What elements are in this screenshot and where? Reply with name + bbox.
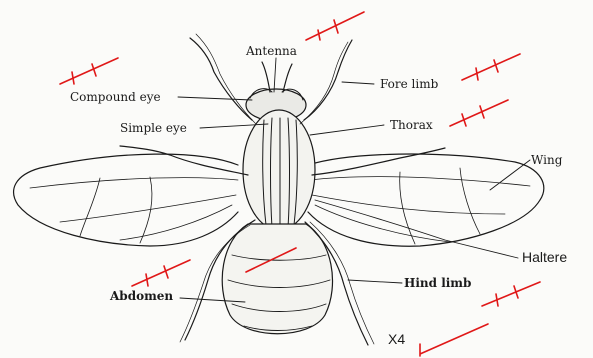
fly-abdomen [222, 224, 332, 334]
left-wing [14, 154, 238, 246]
fore-limb-right [304, 40, 352, 120]
red-mark-abdomen-left [132, 260, 190, 286]
antenna-right [283, 64, 292, 92]
leader-compound-eye [178, 97, 252, 100]
leader-thorax [310, 125, 384, 135]
red-mark-top [306, 12, 364, 40]
left-wing-vein [120, 205, 232, 240]
label-antenna: Antenna [246, 44, 297, 58]
antenna-left [262, 62, 270, 92]
fore-limb-left [190, 38, 252, 120]
label-hind-limb: Hind limb [404, 276, 471, 290]
label-abdomen: Abdomen [110, 289, 173, 303]
mid-limb-right [312, 148, 445, 175]
red-mark-x4 [420, 324, 488, 356]
label-thorax: Thorax [390, 118, 433, 132]
right-wing-vein [315, 205, 450, 242]
fly-thorax [243, 110, 315, 230]
red-mark-bottom-right [482, 282, 540, 306]
right-wing-vein [460, 168, 480, 234]
red-mark-fore-limb [462, 54, 520, 80]
label-compound-eye: Compound eye [70, 90, 161, 104]
leader-fore-limb [342, 82, 374, 84]
fore-limb-right-inner [300, 42, 348, 124]
label-wing: Wing [531, 153, 562, 167]
label-simple-eye: Simple eye [120, 121, 187, 135]
mid-limb-left [120, 146, 248, 175]
left-wing-vein [80, 178, 100, 236]
right-wing-vein [312, 195, 505, 214]
left-wing-vein [30, 178, 238, 188]
leader-hind-limb [348, 280, 402, 283]
red-mark-compound-eye [60, 58, 118, 84]
label-magnification: X4 [388, 332, 405, 346]
leader-haltere [315, 200, 518, 258]
label-haltere: Haltere [522, 250, 567, 264]
leader-antenna [274, 58, 276, 92]
red-mark-thorax [450, 100, 508, 126]
label-fore-limb: Fore limb [380, 77, 438, 91]
